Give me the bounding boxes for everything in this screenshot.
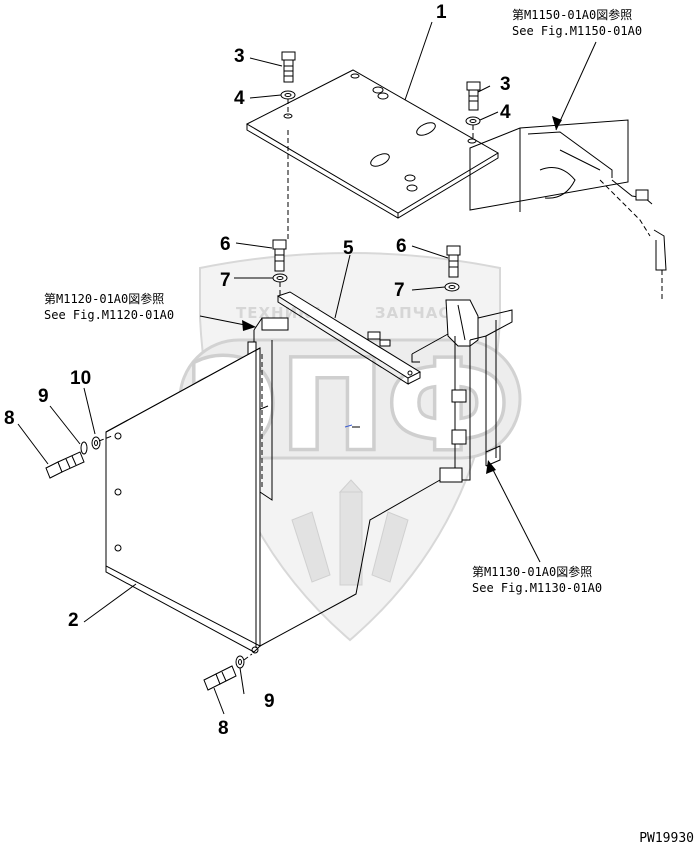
- callout-8-bottom: 8: [218, 718, 229, 739]
- callout-5: 5: [343, 238, 354, 259]
- callout-6-right: 6: [396, 236, 407, 257]
- ref-m1150-en: See Fig.M1150-01A0: [512, 24, 642, 38]
- top-plate: [245, 69, 499, 219]
- callout-6-left: 6: [220, 234, 231, 255]
- bolt-6-right: [446, 245, 461, 278]
- callout-10: 10: [70, 368, 91, 389]
- center-mark: [344, 424, 360, 428]
- washer-4-right: [465, 116, 481, 126]
- ref-m1130-jp: 第M1130-01A0図参照: [472, 564, 592, 579]
- callouts: 1 3 4 3 4 6 7 5 6 7 9 10 8 2 9 8: [4, 2, 511, 739]
- box-outline: [259, 479, 441, 647]
- bolt-8-left: [45, 451, 85, 479]
- ref-m1120-jp: 第M1120-01A0図参照: [44, 291, 164, 306]
- bolt-3-right: [466, 81, 481, 111]
- washer-9-left: [80, 441, 88, 455]
- washer-9-bottom: [235, 655, 245, 669]
- ref-assembly-top-right: [469, 119, 667, 300]
- ref-m1150-jp: 第M1150-01A0図参照: [512, 7, 632, 22]
- callout-1: 1: [436, 2, 447, 23]
- washer-7-left: [272, 273, 288, 283]
- callout-8-left: 8: [4, 408, 15, 429]
- ref-m1130-en: See Fig.M1130-01A0: [472, 581, 602, 595]
- callout-2: 2: [68, 610, 79, 631]
- side-cover: [105, 347, 261, 654]
- callout-9-bottom: 9: [264, 691, 275, 712]
- bolt-8-bottom: [203, 665, 237, 691]
- washer-10-left: [91, 436, 101, 450]
- watermark-wheat-icon: [291, 479, 409, 586]
- ref-m1120-en: See Fig.M1120-01A0: [44, 308, 174, 322]
- callout-9-left: 9: [38, 386, 49, 407]
- right-frame: [411, 299, 513, 483]
- bolt-6-left: [272, 239, 287, 272]
- washer-7-right: [444, 282, 460, 292]
- callout-3-left: 3: [234, 46, 245, 67]
- washer-4-left: [280, 90, 296, 100]
- callout-7-right: 7: [394, 280, 405, 301]
- references: 第M1150-01A0図参照 See Fig.M1150-01A0 第M1120…: [44, 7, 642, 595]
- drawing-code: PW19930: [639, 831, 694, 846]
- callout-7-left: 7: [220, 270, 231, 291]
- bolt-3-left: [281, 51, 296, 83]
- callout-4-right: 4: [500, 102, 511, 123]
- bracket-bar: [276, 291, 422, 385]
- callout-4-left: 4: [234, 88, 245, 109]
- callout-3-right: 3: [500, 74, 511, 95]
- left-bracket: [247, 317, 289, 501]
- leader-lines: [17, 21, 597, 715]
